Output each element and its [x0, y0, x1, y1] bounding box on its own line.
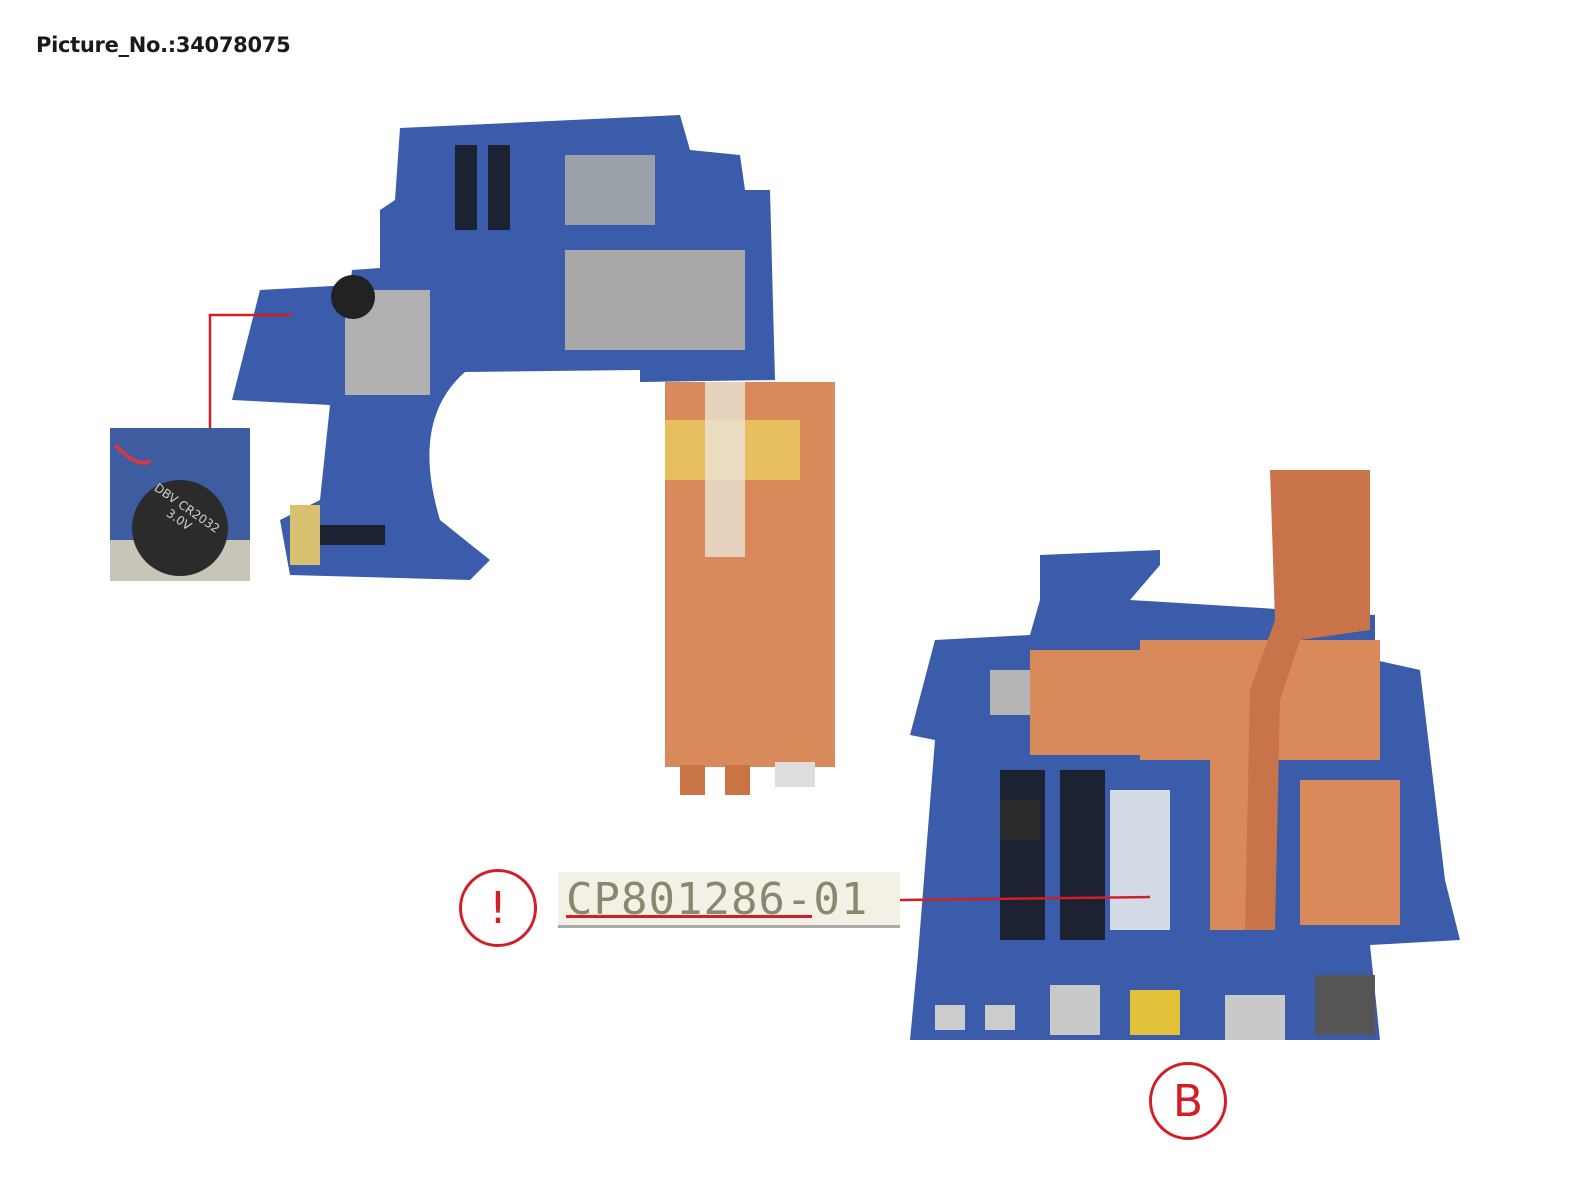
cmos-battery: [331, 275, 375, 319]
motherboard-top-view: [232, 115, 775, 580]
heatsink: [665, 382, 835, 795]
cpu-socket: [565, 155, 655, 225]
picture-number: Picture_No.:34078075: [36, 33, 291, 57]
battery-inset-photo: [110, 428, 250, 581]
part-label-photo: CP801286-01: [558, 872, 900, 928]
warning-symbol: !: [489, 882, 507, 934]
variant-letter: B: [1172, 1075, 1204, 1127]
part-leader-line: [899, 895, 1151, 902]
inset-leader-line: [208, 313, 292, 428]
cpu-shield: [565, 250, 745, 350]
warning-icon: !: [459, 869, 537, 947]
variant-badge: B: [1149, 1062, 1227, 1140]
part-underline: [566, 915, 812, 918]
copper-cooling-assembly: [990, 470, 1400, 930]
